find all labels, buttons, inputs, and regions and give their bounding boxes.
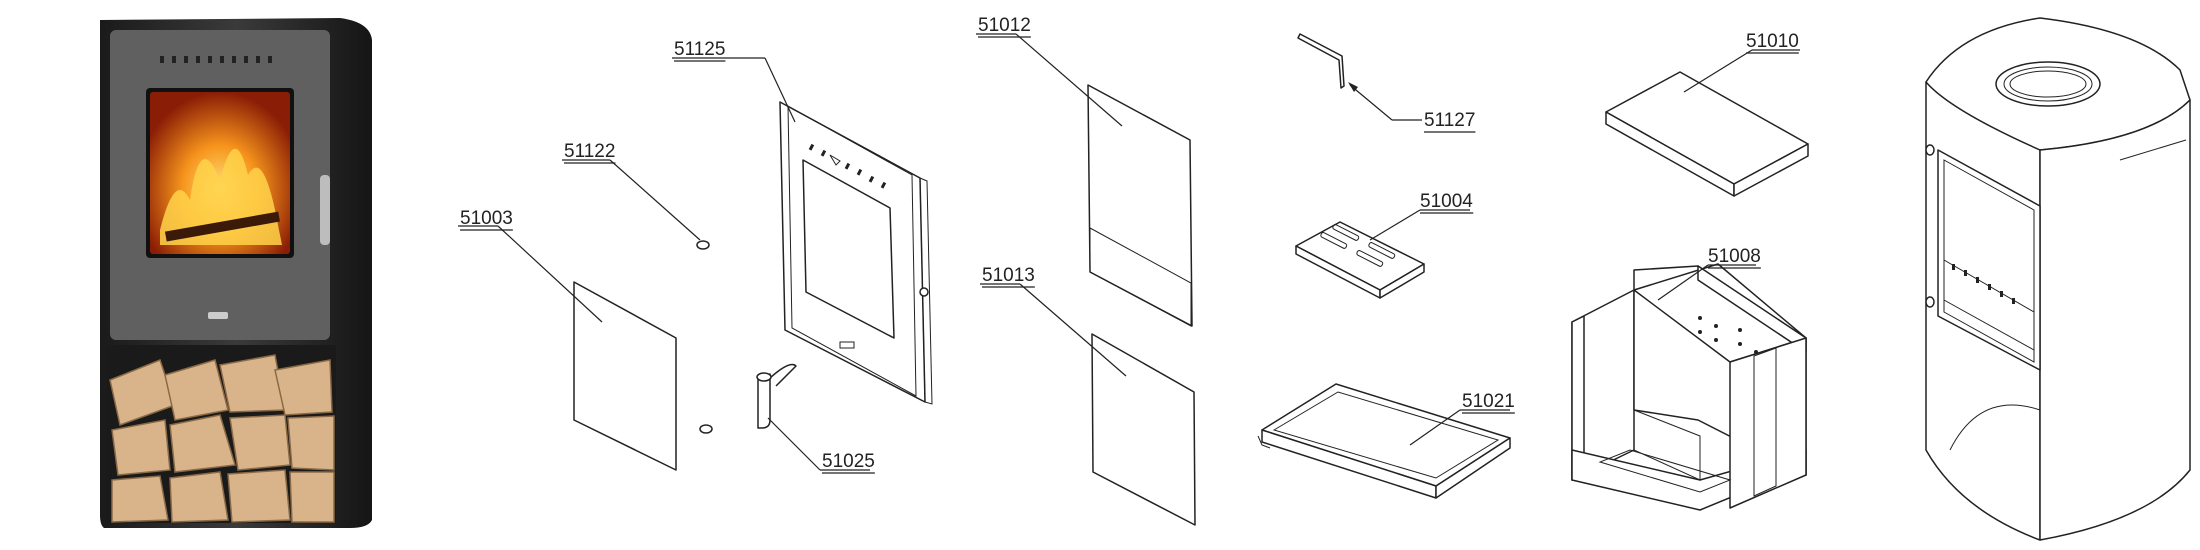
part-51021: 51021: [1257, 383, 1515, 499]
part-51008: 51008: [1571, 246, 1807, 511]
label-51012: 51012: [978, 15, 1031, 36]
label-51010: 51010: [1746, 31, 1799, 52]
label-51021: 51021: [1462, 391, 1515, 412]
firewood-logs: [109, 354, 335, 523]
stove-outline-bolts: [1952, 264, 2015, 304]
part-51003: 51003: [458, 208, 677, 471]
part-51012: 51012: [976, 15, 1193, 327]
door-vent-slots: [808, 143, 887, 189]
stove-photo: [100, 18, 372, 528]
liner-box-holes: [1698, 316, 1758, 354]
label-51003: 51003: [460, 208, 513, 229]
air-vent-slots: [160, 56, 272, 63]
label-51122: 51122: [564, 141, 615, 162]
part-51127: 51127: [1297, 33, 1476, 133]
part-51010: 51010: [1605, 31, 1809, 197]
part-51125: 51125: [672, 39, 933, 405]
label-51004: 51004: [1420, 191, 1473, 212]
part-51025: 51025: [756, 363, 875, 474]
label-51025: 51025: [822, 451, 875, 472]
stove-outline: [1925, 17, 2191, 541]
label-51127: 51127: [1424, 110, 1475, 131]
part-51013: 51013: [980, 265, 1196, 526]
part-51122: 51122: [562, 141, 713, 434]
door-handle: [320, 175, 330, 245]
label-51013: 51013: [982, 265, 1035, 286]
part-51004: 51004: [1295, 191, 1474, 299]
label-51008: 51008: [1708, 246, 1761, 267]
label-51125: 51125: [674, 39, 725, 60]
